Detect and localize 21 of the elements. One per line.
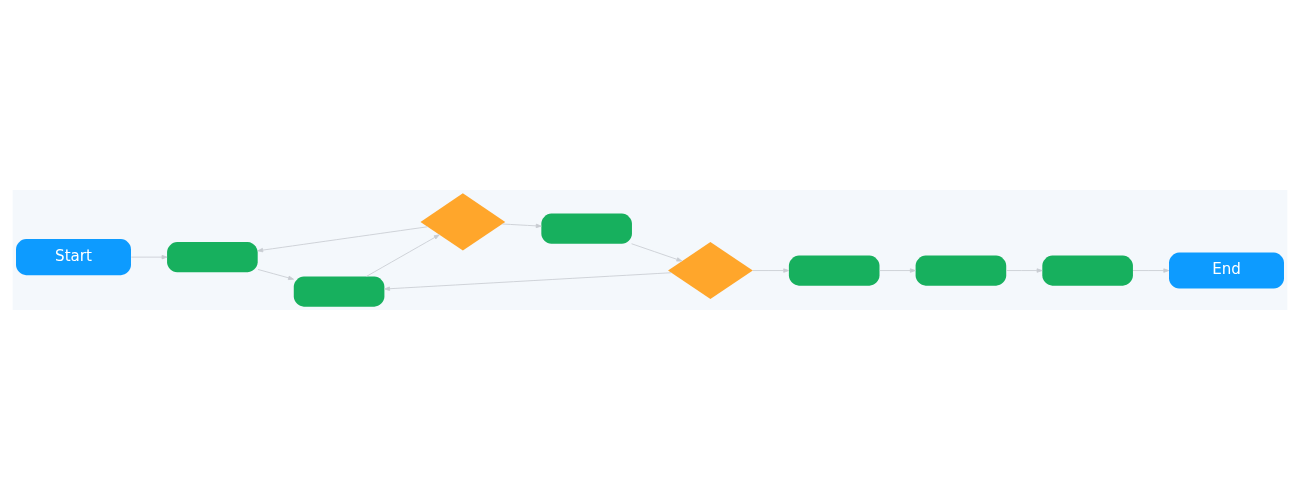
- node-box: [167, 242, 258, 273]
- node-box: Start: [16, 239, 131, 276]
- node-box: [293, 276, 385, 307]
- node-box: End: [1169, 252, 1284, 289]
- node-box: [788, 255, 880, 286]
- arrow: [1132, 268, 1170, 273]
- node-diamond: [668, 242, 753, 300]
- node-diamond: [420, 193, 506, 251]
- arrow: [631, 243, 683, 262]
- node-box: [541, 213, 632, 244]
- arrow: [130, 254, 168, 260]
- node-box: [915, 255, 1007, 286]
- node-box: [1042, 255, 1133, 286]
- arrow: [879, 268, 916, 273]
- arrow: [257, 269, 294, 281]
- arrow: [752, 268, 790, 273]
- arrow: [501, 223, 542, 229]
- arrow: [1006, 268, 1043, 273]
- arrow: [384, 272, 672, 291]
- arrow: [257, 226, 428, 253]
- arrow: [366, 234, 440, 277]
